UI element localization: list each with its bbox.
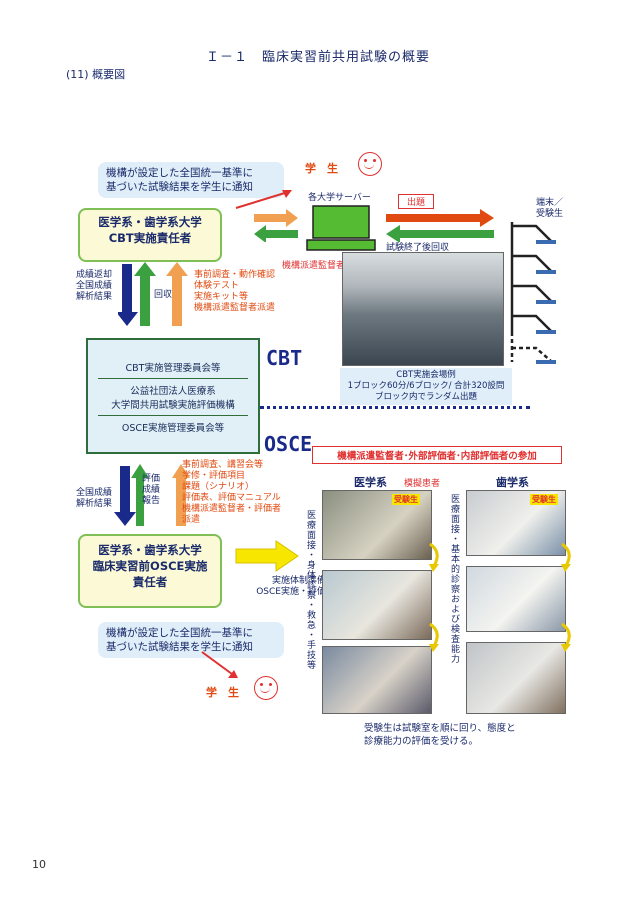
dent-photo-3 bbox=[466, 642, 566, 714]
dent-vertical-label: 医療面接・基本的診察および検査能力 bbox=[449, 494, 459, 664]
upper-left-label-3: 解析結果 bbox=[76, 292, 113, 302]
med-vertical-label: 医療面接・身体診察・救急・手技等 bbox=[305, 510, 315, 670]
venue-caption-1: CBT実施会場例 bbox=[396, 370, 456, 380]
terminal-tree bbox=[510, 222, 556, 364]
lower-orange-2: 学修・評価項目 bbox=[182, 471, 246, 481]
red-arrow-bottom bbox=[201, 651, 238, 678]
med-photo-2 bbox=[322, 570, 432, 640]
lower-orange-labels: 事前調査、講習会等 学修・評価項目 課題（シナリオ） 評価表、評価マニュアル 機… bbox=[182, 460, 281, 526]
diagram-subtitle: (11) 概要図 bbox=[66, 68, 126, 81]
lower-vertical-arrows bbox=[114, 464, 190, 526]
venue-caption: CBT実施会場例 1ブロック60分/6ブロック/ 合計320設問 ブロック内でラ… bbox=[340, 368, 512, 405]
lower-left-labels: 全国成績 解析結果 bbox=[76, 488, 112, 510]
lower-orange-5: 機構派遣監督者・評価者 bbox=[182, 504, 282, 514]
upper-orange-3: 実施キット等 bbox=[194, 292, 249, 302]
org-cbt-committee: CBT実施管理委員会等 bbox=[98, 360, 248, 379]
examinee-tag-med: 受験生 bbox=[392, 494, 420, 505]
page-title: Ｉ－１ 臨床実習前共用試験の概要 bbox=[205, 50, 430, 65]
med-photo-3 bbox=[322, 646, 432, 714]
upper-orange-labels: 事前調査・動作確認 体験テスト 実施キット等 機構派遣監督者派遣 bbox=[194, 270, 275, 314]
dent-photo-2 bbox=[466, 566, 566, 632]
dent-flow-arrows bbox=[561, 542, 571, 652]
lower-mid-label-2: 成績 bbox=[142, 485, 161, 495]
lower-orange-3: 課題（シナリオ） bbox=[182, 482, 255, 492]
org-osce-committee: OSCE実施管理委員会等 bbox=[121, 423, 225, 434]
med-head: 医学系 bbox=[354, 476, 387, 489]
lower-mid-label-1: 評価 bbox=[142, 474, 161, 484]
cbt-box-line-2: CBT実施責任者 bbox=[108, 231, 192, 245]
terminal-label-line-1: 端末／ bbox=[536, 198, 564, 208]
callout-top-line-1: 機構が設定した全国統一基準に bbox=[106, 167, 253, 179]
bottom-note-1: 受験生は試験室を順に回り、態度と bbox=[364, 723, 516, 734]
lower-orange-6: 派遣 bbox=[182, 515, 201, 525]
callout-top-line-2: 基づいた試験結果を学生に通知 bbox=[106, 181, 253, 193]
smiley-icon-top bbox=[358, 152, 382, 176]
upper-vertical-arrows bbox=[118, 262, 188, 326]
callout-bottom-line-1: 機構が設定した全国統一基準に bbox=[106, 627, 253, 639]
osce-box-line-1: 医学系・歯学系大学 bbox=[98, 543, 202, 557]
terminal-label: 端末／ 受験生 bbox=[536, 198, 563, 220]
question-label: 出題 bbox=[398, 194, 434, 209]
upper-left-label-1: 成績返却 bbox=[76, 270, 113, 280]
divider-dotted bbox=[260, 406, 530, 409]
osce-banner: 機構派遣監督者･外部評価者･内部評価者の参加 bbox=[312, 446, 562, 464]
venue-caption-3: ブロック内でランダム出題 bbox=[374, 392, 477, 402]
student-label-bottom: 学 生 bbox=[206, 686, 239, 699]
dent-head: 歯学系 bbox=[496, 476, 529, 489]
osce-responsible-box: 医学系・歯学系大学 臨床実習前OSCE実施 責任者 bbox=[78, 534, 222, 608]
lower-mid-labels: 評価 成績 報告 bbox=[142, 474, 160, 507]
osce-big-label: OSCE bbox=[264, 432, 313, 456]
cbt-responsible-box: 医学系・歯学系大学 CBT実施責任者 bbox=[78, 208, 222, 262]
upper-orange-4: 機構派遣監督者派遣 bbox=[194, 303, 276, 313]
org-name-line-1: 公益社団法人医療系 bbox=[130, 386, 216, 397]
server-label: 各大学サーバー bbox=[308, 193, 371, 203]
osce-box-line-3: 責任者 bbox=[132, 575, 168, 589]
lower-orange-4: 評価表、評価マニュアル bbox=[182, 493, 281, 503]
bottom-note: 受験生は試験室を順に回り、態度と 診療能力の評価を受ける。 bbox=[364, 722, 516, 748]
exchange-arrows-left bbox=[254, 209, 298, 242]
org-name-line-2: 大学間共用試験実施評価機構 bbox=[98, 397, 248, 416]
student-label-top: 学 生 bbox=[305, 162, 338, 175]
sim-patient-label: 模擬患者 bbox=[404, 479, 441, 489]
lower-mid-label-3: 報告 bbox=[142, 496, 161, 506]
callout-bottom: 機構が設定した全国統一基準に 基づいた試験結果を学生に通知 bbox=[98, 622, 284, 658]
page-number: 10 bbox=[32, 858, 46, 871]
collect-label: 試験終了後回収 bbox=[386, 243, 450, 253]
exchange-arrows-right bbox=[386, 209, 494, 242]
osce-box-line-2: 臨床実習前OSCE実施 bbox=[92, 559, 208, 573]
cbt-venue-photo bbox=[342, 252, 504, 366]
organization-box: CBT実施管理委員会等 公益社団法人医療系 大学間共用試験実施評価機構 OSCE… bbox=[86, 338, 260, 454]
red-arrow-top bbox=[235, 190, 292, 209]
upper-orange-2: 体験テスト bbox=[194, 281, 240, 291]
examinee-tag-dent: 受験生 bbox=[530, 494, 558, 505]
upper-orange-1: 事前調査・動作確認 bbox=[194, 270, 276, 280]
bottom-note-2: 診療能力の評価を受ける。 bbox=[364, 736, 479, 747]
impl-label-2: OSCE実施・評価 bbox=[256, 587, 326, 597]
impl-labels: 実施体制準備 OSCE実施・評価 bbox=[230, 576, 326, 598]
terminal-label-line-2: 受験生 bbox=[536, 209, 564, 219]
callout-top: 機構が設定した全国統一基準に 基づいた試験結果を学生に通知 bbox=[98, 162, 284, 198]
upper-left-label-2: 全国成績 bbox=[76, 281, 113, 291]
smiley-icon-bottom bbox=[254, 676, 278, 700]
lower-left-label-2: 解析結果 bbox=[76, 499, 113, 509]
cbt-big-label: CBT bbox=[266, 346, 303, 370]
cbt-box-line-1: 医学系・歯学系大学 bbox=[98, 215, 202, 229]
supervisor-label: 機構派遣監督者 bbox=[282, 261, 346, 271]
med-flow-arrows bbox=[429, 542, 439, 652]
recover-label: 回収 bbox=[154, 290, 173, 300]
yellow-arrow bbox=[235, 540, 299, 572]
lower-orange-1: 事前調査、講習会等 bbox=[182, 460, 264, 470]
venue-caption-2: 1ブロック60分/6ブロック/ 合計320設問 bbox=[347, 381, 505, 391]
callout-bottom-line-2: 基づいた試験結果を学生に通知 bbox=[106, 641, 253, 653]
lower-left-label-1: 全国成績 bbox=[76, 488, 113, 498]
upper-left-labels: 成績返却 全国成績 解析結果 bbox=[76, 270, 112, 303]
impl-label-1: 実施体制準備 bbox=[271, 576, 326, 586]
server-icon bbox=[306, 205, 376, 251]
